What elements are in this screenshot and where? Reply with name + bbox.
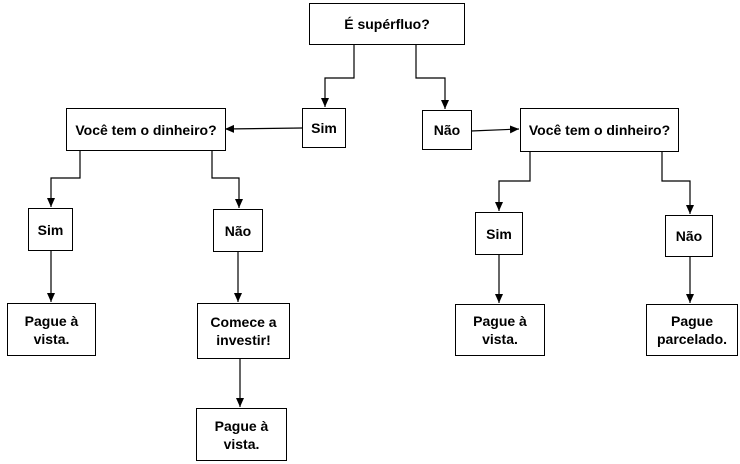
left-yes-result-node: Pague à vista. bbox=[7, 303, 96, 356]
right-no-result-label: Pague parcelado. bbox=[656, 313, 728, 347]
left-yes-node: Sim bbox=[28, 208, 73, 251]
arrow-nao-to-right-question bbox=[470, 125, 520, 134]
right-question-node: Você tem o dinheiro? bbox=[520, 108, 679, 152]
right-yes-result-node: Pague à vista. bbox=[455, 304, 545, 356]
left-answer-node: Sim bbox=[302, 108, 346, 148]
arrow-right-question-to-nao bbox=[661, 151, 694, 214]
arrow-right-question-to-sim bbox=[495, 151, 531, 211]
right-answer-label: Não bbox=[433, 122, 461, 138]
left-no-node: Não bbox=[213, 209, 263, 252]
right-yes-label: Sim bbox=[486, 225, 512, 242]
arrow-sim-to-left-question bbox=[224, 124, 303, 133]
right-question-label: Você tem o dinheiro? bbox=[528, 122, 671, 138]
left-yes-result-label: Pague à vista. bbox=[24, 312, 79, 347]
right-no-label: Não bbox=[675, 228, 703, 244]
left-no-label: Não bbox=[224, 222, 252, 239]
left-question-node: Você tem o dinheiro? bbox=[66, 108, 226, 151]
right-no-node: Não bbox=[665, 215, 713, 257]
root-question-node: É supérfluo? bbox=[309, 3, 465, 45]
right-yes-result-label: Pague à vista. bbox=[473, 313, 527, 347]
left-no-result-label: Pague à vista. bbox=[214, 417, 269, 452]
left-no-action-node: Comece a investir! bbox=[197, 303, 290, 359]
right-no-result-node: Pague parcelado. bbox=[646, 304, 738, 356]
right-yes-node: Sim bbox=[475, 212, 523, 255]
arrow-left-question-to-nao bbox=[211, 150, 243, 208]
right-answer-node: Não bbox=[422, 110, 472, 150]
left-no-action-label: Comece a investir! bbox=[210, 314, 277, 348]
arrow-root-to-nao bbox=[415, 44, 449, 109]
arrow-root-to-sim bbox=[321, 44, 355, 107]
left-yes-label: Sim bbox=[37, 221, 64, 238]
left-question-label: Você tem o dinheiro? bbox=[75, 121, 217, 138]
arrow-left-question-to-sim bbox=[47, 150, 81, 207]
left-answer-label: Sim bbox=[311, 120, 337, 136]
root-question-label: É supérfluo? bbox=[344, 16, 430, 32]
left-no-result-node: Pague à vista. bbox=[196, 408, 287, 461]
